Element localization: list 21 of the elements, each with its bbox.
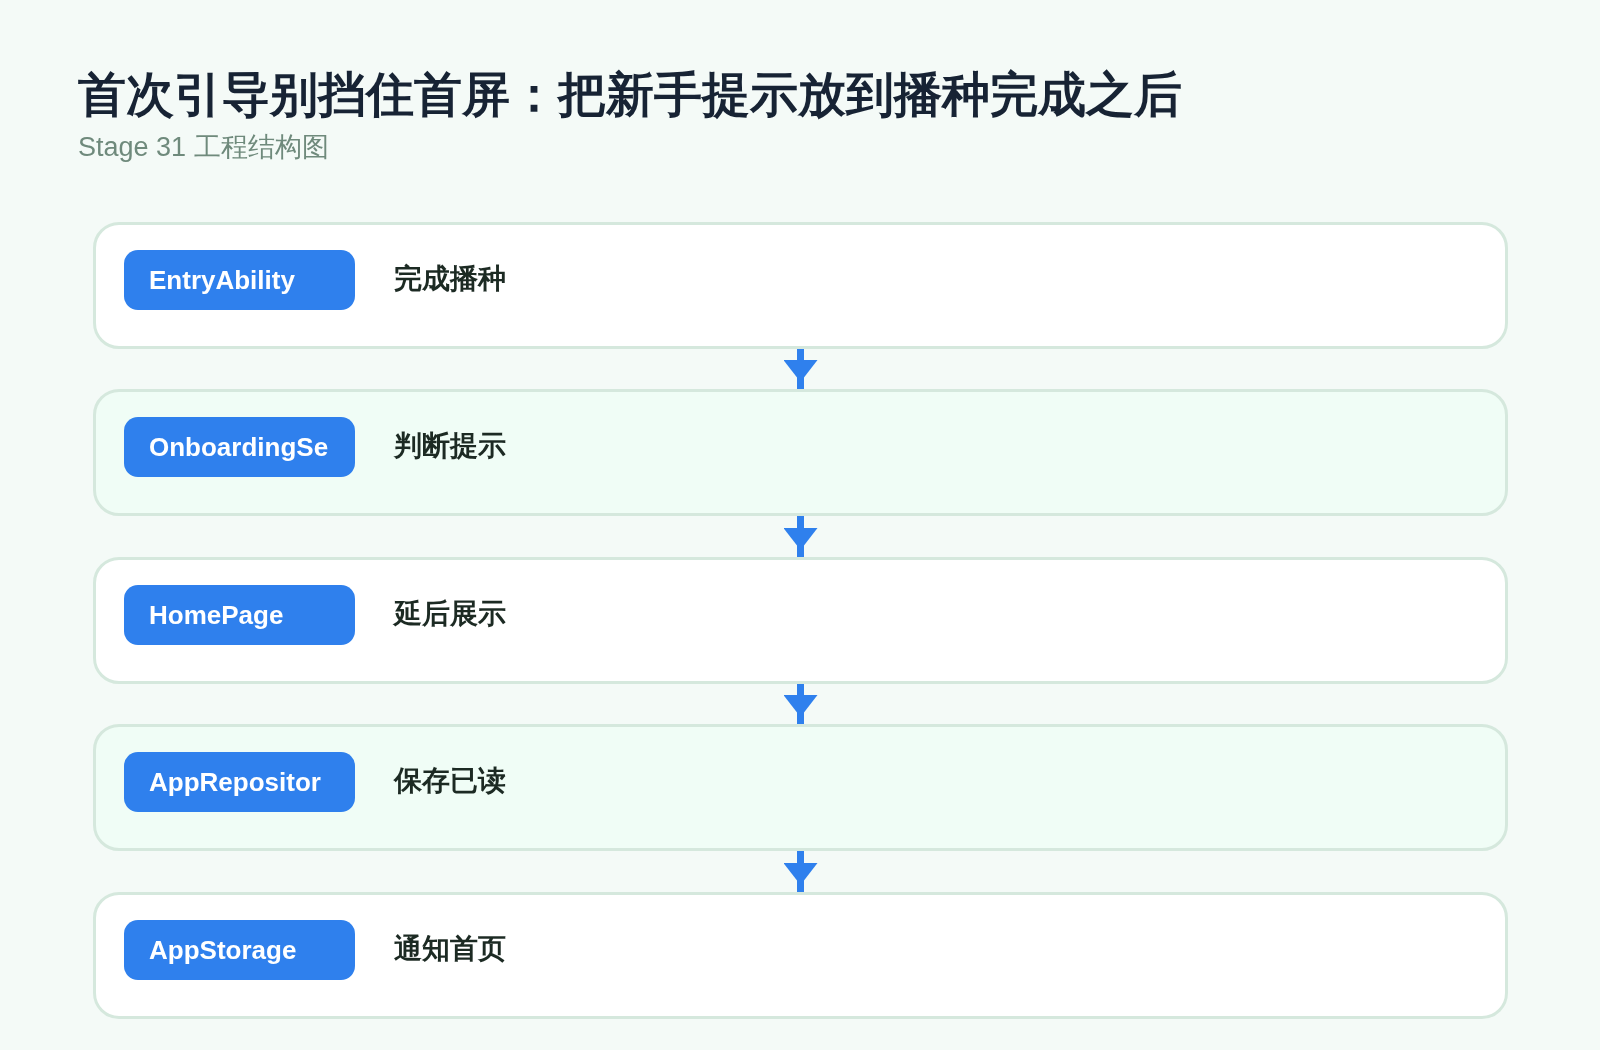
title: 首次引导别挡住首屏：把新手提示放到播种完成之后 (78, 67, 1182, 123)
step-text: 判断提示 (394, 429, 506, 463)
step-panel (93, 724, 1508, 851)
step-panel (93, 892, 1508, 1019)
arrow (783, 851, 818, 892)
step-panel (93, 557, 1508, 684)
step-text: 延后展示 (394, 597, 506, 631)
component-tag: AppRepositor (124, 752, 355, 812)
arrow (783, 516, 818, 557)
component-tag: AppStorage (124, 920, 355, 980)
step-panel (93, 222, 1508, 349)
arrow (783, 684, 818, 724)
component-tag: EntryAbility (124, 250, 355, 310)
step-text: 保存已读 (394, 764, 506, 798)
step-panel (93, 389, 1508, 516)
component-tag: HomePage (124, 585, 355, 645)
component-tag: OnboardingSe (124, 417, 355, 477)
subtitle: Stage 31 工程结构图 (78, 131, 329, 164)
step-text: 通知首页 (394, 932, 506, 966)
arrow (783, 349, 818, 389)
step-text: 完成播种 (394, 262, 506, 296)
